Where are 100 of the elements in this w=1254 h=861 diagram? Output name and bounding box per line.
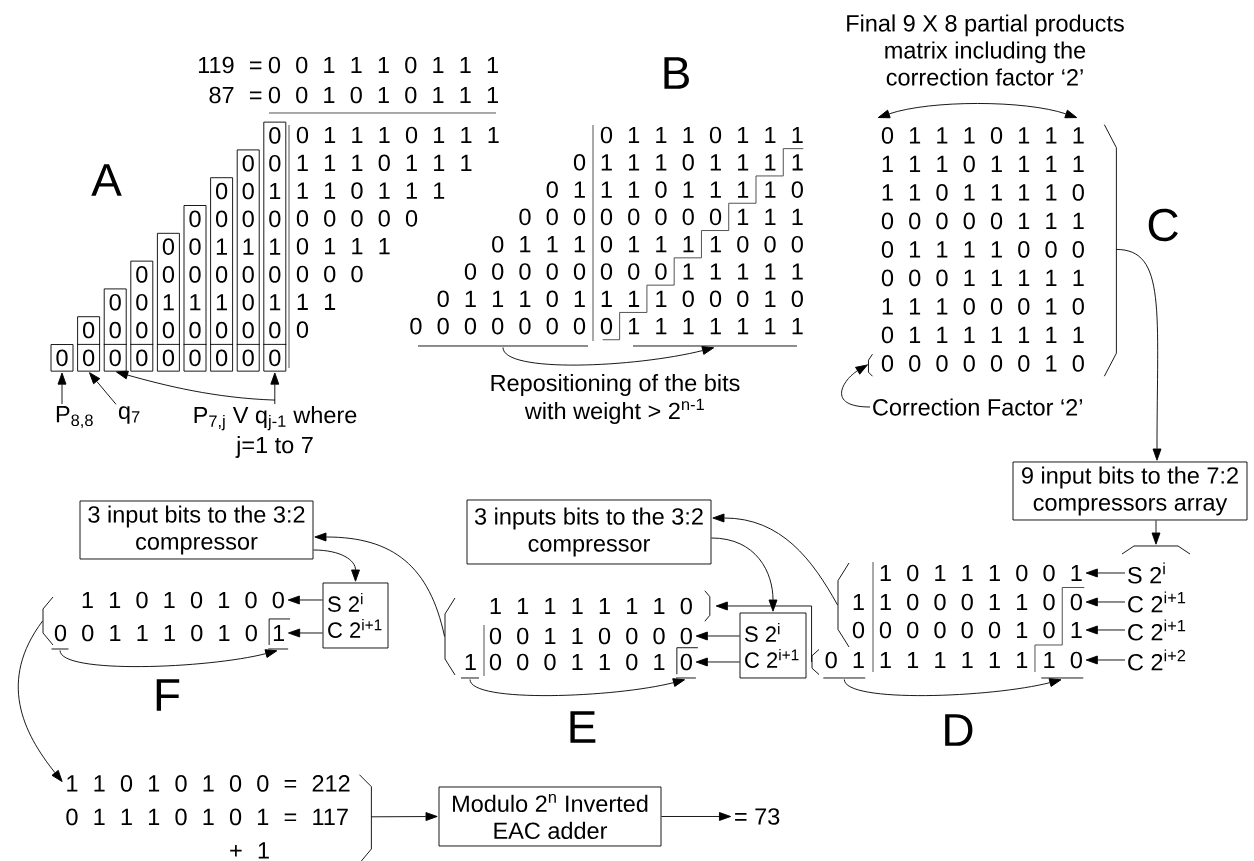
bit-row: 1 0 0 0 1 0 (656, 290, 803, 308)
underline (51, 648, 69, 650)
bit-row: 1 1 0 1 1 1 (601, 181, 749, 198)
arrow (59, 649, 278, 668)
bit-row: 1 (465, 653, 476, 671)
caption-text: Repositioning of the bits with weight > 2$^{n-1}$ (491, 374, 740, 424)
bit-row: 0 1 1 1 (492, 235, 585, 253)
arrow (502, 346, 715, 366)
underline (267, 648, 289, 650)
bit-column-box: 0 0 (76, 316, 101, 372)
brace (1121, 545, 1191, 555)
arrow (1115, 249, 1162, 461)
sum-carry-box: S 2$^{i}$ C 2$^{i+1}$ (739, 612, 807, 679)
bit-row: 0 (852, 621, 865, 639)
underline (822, 677, 866, 679)
process-box: 3 inputs bits to the 3:2 compressor (466, 499, 712, 565)
arrow (695, 657, 740, 667)
annotation-text: P$_{8,8}$ (56, 406, 93, 428)
brace (42, 596, 54, 646)
underline (460, 677, 480, 679)
section-letter: D (945, 714, 973, 746)
bit-row: 0 (296, 321, 309, 338)
arrow (314, 532, 445, 637)
bit-row: 0 0 0 0 0 1 0 (879, 621, 1055, 639)
bit-row: 1 1 0 1 0 1 0 0 (82, 591, 284, 609)
bit-column-box: 0 0 0 1 0 0 0 0 (236, 149, 261, 372)
arrow (313, 549, 360, 582)
arrow (695, 631, 740, 641)
bit-row: 0 (600, 317, 613, 335)
process-box: 3 input bits to the 3:2 compressor (79, 500, 314, 560)
sum-carry-box: S 2$^{i}$ C 2$^{i+1}$ (322, 582, 389, 649)
section-letter: B (664, 57, 689, 89)
bit-row: 0 1 1 1 0 1 (437, 290, 585, 308)
number-label: 87 = (209, 86, 262, 104)
bit-row: 0 0 1 1 1 0 1 0 (54, 624, 257, 642)
process-box: Modulo 2$^{n}$ Inverted EAC adder (438, 786, 662, 847)
arrow (370, 812, 438, 821)
bit-column-box: 0 0 0 1 0 0 (183, 205, 207, 372)
brace (444, 597, 456, 676)
arrow (715, 601, 812, 663)
bit-row: 0 1 1 1 (296, 237, 390, 255)
bit-row: 1 (1071, 621, 1082, 639)
arrow (288, 628, 323, 638)
bit-column-box: 0 (50, 344, 74, 372)
bit-matrix: 0 1 1 1 0 1 1 1 1 1 1 0 1 1 1 1 1 1 0 1 1 1 1 0 0 0 0 0 0 1 1 1 0 1 1 1 1 0 0 0 0 0 0 1 1 1 1 1 1 1 1 0 0 0 1 0 0 1 1 1 1 1 1 1 0 0 0 0 0 0 1 0 (868, 124, 1117, 377)
underline (675, 677, 697, 679)
arrow (712, 513, 838, 606)
bit-column-box: 0 0 1 0 1 0 0 (209, 177, 234, 372)
arrow (1151, 520, 1161, 545)
bit-row: 1 1 1 (738, 208, 803, 225)
arrow (1085, 625, 1126, 635)
bit-row: 1 1 1 1 1 1 1 (629, 318, 803, 335)
arrow (843, 678, 1062, 697)
section-letter: C (1148, 208, 1178, 242)
caption-text: Final 9 X 8 partial products matrix including the correction factor ‘2’ (847, 14, 1124, 86)
annotation-text: q$_{7}$ (118, 406, 140, 424)
brace (837, 562, 850, 648)
bit-row: 0 0 0 0 0 (296, 210, 418, 227)
bit-row: 0 1 (546, 181, 585, 198)
section-letter: A (91, 164, 122, 196)
bit-row: 0 (573, 154, 586, 171)
bit-row: 1 1 (601, 290, 640, 307)
section-letter: F (156, 679, 180, 711)
bit-row: 1 1 1 0 1 1 1 (601, 154, 776, 171)
bit-row: 0 0 0 (600, 263, 667, 280)
arrow (661, 812, 732, 821)
underline (1040, 677, 1084, 679)
bit-row: 0 (1070, 593, 1082, 611)
bit-column-box: 0 0 1 0 1 0 1 0 0 (262, 121, 287, 372)
bit-row: 0 0 0 0 0 0 0 (410, 317, 586, 335)
arrow (1085, 655, 1126, 665)
bit-column-box: 0 0 0 (103, 288, 128, 372)
bit-row: 0 0 0 1 1 0 1 (489, 653, 665, 671)
brace (811, 649, 820, 675)
bit-row: 1 0 (765, 181, 803, 198)
bit-row: 1 1 1 1 1 (683, 263, 803, 280)
arrow (17, 620, 63, 783)
bit-row: 1 0 0 0 1 1 0 (880, 593, 1055, 611)
process-box: 9 input bits to the 7:2 compressors array (1012, 461, 1248, 521)
bit-row: 0 1 1 1 0 1 1 1 (600, 126, 803, 144)
bit-row: 1 0 0 0 (710, 235, 803, 253)
bit-row: 1 1 1 1 1 1 (880, 651, 1028, 669)
signal-label: C 2$^{i+1}$ (1128, 591, 1186, 613)
bit-row: 1 (853, 593, 864, 611)
bit-row: 1 0 (1044, 651, 1082, 669)
bit-column-box: 0 0 0 0 (129, 260, 154, 372)
bit-row: 0 0 0 0 0 (600, 208, 722, 226)
annotation-text: Correction Factor ‘2’ (873, 398, 1082, 416)
bit-row: 0 0 0 (296, 265, 363, 283)
bit-row: 0 1 (825, 651, 864, 669)
number-label: 119 = (198, 56, 262, 74)
bit-row: 1 1 1 1 1 1 1 0 (490, 590, 711, 622)
arrow (287, 595, 323, 605)
result-text: = 73 (735, 808, 780, 825)
underline (417, 345, 589, 347)
arrow (116, 370, 276, 401)
sum-rows: 1 1 0 1 0 1 0 0 = 212 0 1 1 1 0 1 0 1 = 117 + 1 (66, 774, 372, 861)
arrow (841, 364, 871, 408)
bit-row: 0 0 1 1 1 0 1 1 1 (268, 56, 498, 74)
annotation-text: P$_{7,j}$ V q$_{j-1}$ where j=1 to 7 (194, 406, 357, 458)
